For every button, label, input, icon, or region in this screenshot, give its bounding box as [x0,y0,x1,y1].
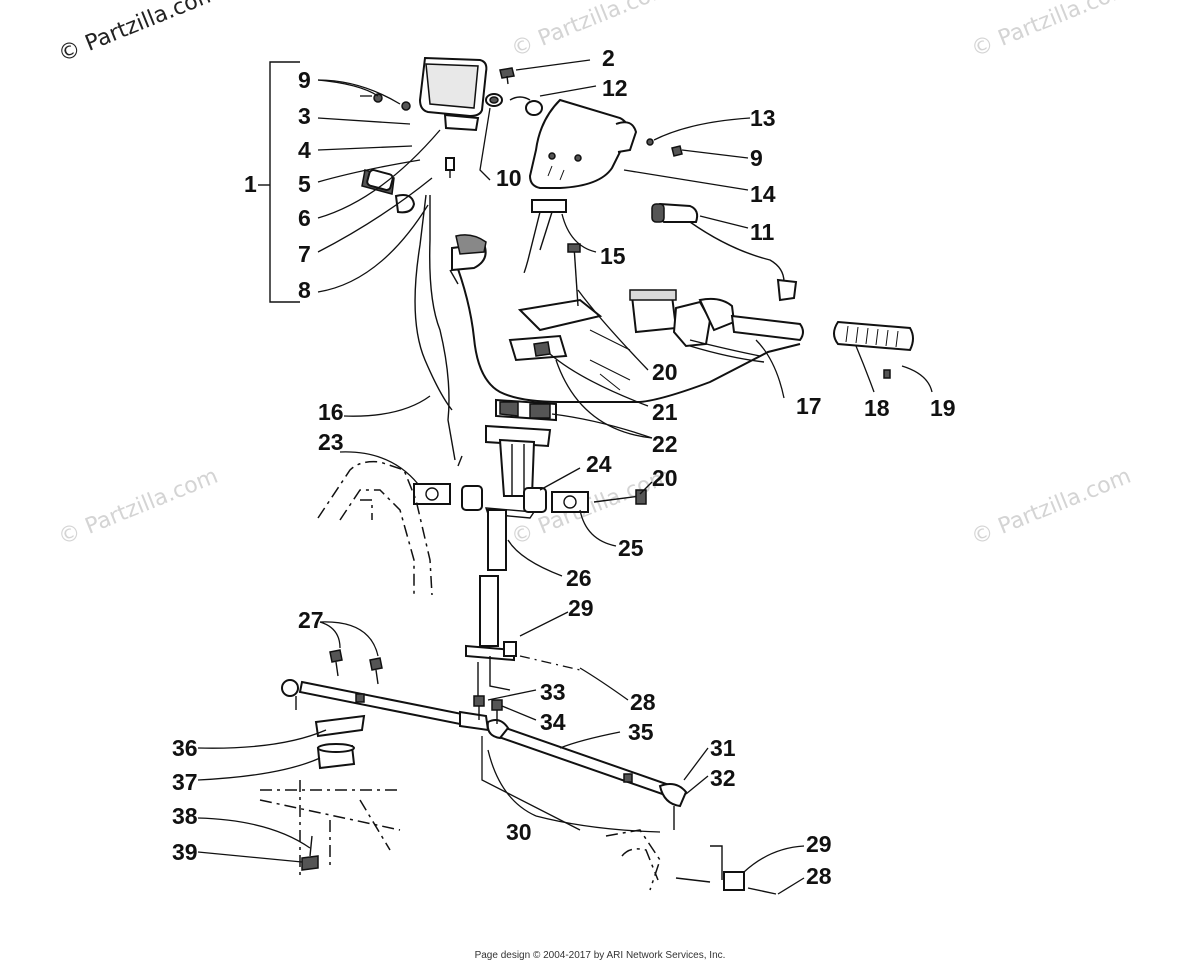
watermark: © Partzilla.com [55,464,222,551]
callout-39: 39 [172,839,198,865]
lower-frame-outline [259,780,401,880]
speedometer [360,56,488,132]
callout-labels: 1 9 3 4 5 6 7 8 2 12 10 13 9 14 11 15 20… [172,45,956,889]
grip-18 [833,320,914,379]
callout-17: 17 [796,393,822,419]
callout-28b: 28 [806,863,832,889]
callout-9b: 9 [750,145,763,171]
bolts-33-34 [473,695,503,724]
nut-29-upper [503,641,581,671]
bushing-block-left [413,483,483,511]
callout-16: 16 [318,399,344,425]
headlight-pod [528,98,638,189]
callout-20: 20 [652,359,678,385]
callout-38: 38 [172,803,198,829]
footer-copyright: Page design © 2004-2017 by ARI Network S… [475,950,726,961]
brake-lever-17 [629,289,804,363]
callout-36: 36 [172,735,198,761]
callout-27: 27 [298,607,324,633]
clamp-lower [495,398,557,422]
callout-31: 31 [710,735,736,761]
callout-21: 21 [652,399,678,425]
callout-12: 12 [602,75,628,101]
steering-post-top [485,424,552,519]
tie-rod-right [486,719,688,830]
screw-13 [646,138,683,157]
clamp-upper [508,243,631,391]
throttle-housing [361,169,416,214]
throttle-cable [414,157,463,467]
callout-19: 19 [930,395,956,421]
callout-7: 7 [298,241,311,267]
callout-24: 24 [586,451,612,477]
callout-29b: 29 [806,831,832,857]
callout-9: 9 [298,67,311,93]
leader-lines [197,59,933,895]
watermark-top-left: © Partzilla.com [55,0,222,68]
callout-22: 22 [652,431,678,457]
callout-11: 11 [750,219,775,245]
callout-37: 37 [172,769,198,795]
callout-18: 18 [864,395,890,421]
tie-rod-left [281,679,490,732]
grommet-10 [485,93,503,107]
bolt-2 [499,67,515,85]
bolt-39 [301,835,319,871]
callout-15: 15 [600,243,626,269]
frame-outline [317,460,433,596]
callout-25: 25 [618,535,644,561]
callout-3: 3 [298,103,311,129]
callout-13: 13 [750,105,776,131]
callout-35: 35 [628,719,654,745]
callout-33: 33 [540,679,566,705]
callout-5: 5 [298,171,311,197]
callout-20b: 20 [652,465,678,491]
callout-14: 14 [750,181,776,207]
callout-2: 2 [602,45,615,71]
callout-30: 30 [506,819,532,845]
bushing-block-right [523,487,647,513]
callout-26: 26 [566,565,592,591]
callout-34: 34 [540,709,566,735]
switch-11 [651,202,798,302]
assembly-bracket [258,61,300,303]
bolts-27 [329,649,383,685]
watermark: © Partzilla.com [508,0,675,63]
bearing-36 [314,714,366,738]
callout-32: 32 [710,765,736,791]
callout-29: 29 [568,595,594,621]
steering-shaft [465,509,515,700]
spindle-right [605,829,777,895]
callout-8: 8 [298,277,311,303]
callout-10: 10 [496,165,522,191]
callout-1: 1 [244,171,257,197]
callout-6: 6 [298,205,311,231]
callout-4: 4 [298,137,311,163]
watermark: © Partzilla.com [968,464,1135,551]
grommet-12 [509,96,543,116]
bushing-37 [316,743,356,770]
callout-28: 28 [630,689,656,715]
watermark: © Partzilla.com [968,0,1135,63]
callout-23: 23 [318,429,344,455]
